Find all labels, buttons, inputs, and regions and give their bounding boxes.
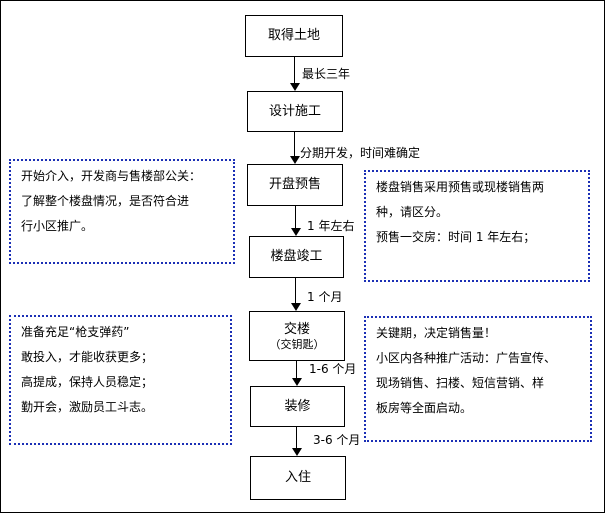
note-top-right-line: 种，请区分。 (376, 205, 449, 219)
node-design-construction: 设计施工 (247, 91, 343, 132)
node-move-in: 入住 (250, 456, 346, 500)
edge-arrowhead-6 (291, 448, 302, 456)
note-bottom-left: 准备充足“枪支弹药” 敢投入，才能收获更多； 高提成，保持人员稳定； 勤开会，激… (9, 315, 232, 445)
edge-label-1: 最长三年 (302, 67, 351, 81)
edge-label-6: 3-6 个月 (313, 433, 361, 447)
node-decoration-label: 装修 (284, 398, 311, 414)
note-top-left-line: 行小区推广。 (21, 219, 94, 233)
edge-line-5 (296, 361, 297, 379)
node-handover-label: 交楼 (283, 321, 310, 337)
edge-line-4 (295, 278, 296, 304)
node-presale-label: 开盘预售 (268, 177, 321, 192)
note-bottom-right-line: 关键期，决定销售量！ (376, 326, 497, 340)
node-completion: 楼盘竣工 (249, 236, 344, 278)
note-bottom-left-line: 准备充足“枪支弹药” (21, 325, 130, 339)
note-bottom-right-line: 小区内各种推广活动：广告宣传、 (376, 351, 557, 365)
edge-arrowhead-5 (291, 378, 302, 386)
note-bottom-left-line: 敢投入，才能收获更多； (21, 350, 154, 364)
node-presale: 开盘预售 (247, 164, 343, 206)
edge-label-3: 1 年左右 (307, 219, 355, 233)
node-acquire-land: 取得土地 (245, 15, 343, 57)
node-decoration: 装修 (250, 386, 345, 427)
edge-arrowhead-3 (290, 228, 301, 236)
node-acquire-land-label: 取得土地 (267, 28, 320, 43)
note-bottom-right-line: 现场销售、扫楼、短信营销、样 (376, 376, 545, 390)
note-bottom-left-line: 勤开会，激励员工斗志。 (21, 400, 154, 414)
note-top-left: 开始介入，开发商与售楼部公关： 了解整个楼盘情况，是否符合进 行小区推广。 (9, 159, 235, 264)
note-top-right-line: 楼盘销售采用预售或现楼销售两 (376, 180, 545, 194)
note-top-right-line: 预售一交房：时间 1 年左右； (376, 230, 536, 244)
note-bottom-left-line: 高提成，保持人员稳定； (21, 375, 154, 389)
edge-line-3 (295, 206, 296, 229)
note-top-left-line: 开始介入，开发商与售楼部公关： (21, 169, 202, 183)
note-bottom-right: 关键期，决定销售量！ 小区内各种推广活动：广告宣传、 现场销售、扫楼、短信营销、… (364, 316, 592, 442)
edge-line-6 (296, 427, 297, 449)
node-handover: 交楼 （交钥匙） (249, 311, 345, 361)
node-design-construction-label: 设计施工 (268, 103, 321, 119)
edge-arrowhead-1 (289, 83, 300, 91)
node-completion-label: 楼盘竣工 (270, 249, 323, 264)
edge-line-1 (294, 57, 295, 84)
edge-line-2 (294, 132, 295, 157)
node-handover-sublabel: （交钥匙） (269, 337, 325, 351)
note-top-right: 楼盘销售采用预售或现楼销售两 种，请区分。 预售一交房：时间 1 年左右； (364, 170, 590, 282)
note-bottom-right-line: 板房等全面启动。 (376, 401, 473, 415)
note-top-left-line: 了解整个楼盘情况，是否符合进 (21, 194, 190, 208)
edge-label-2: 分期开发，时间难确定 (300, 146, 421, 160)
node-move-in-label: 入住 (284, 470, 311, 485)
edge-arrowhead-2 (289, 156, 300, 164)
edge-label-4: 1 个月 (307, 290, 343, 304)
edge-arrowhead-4 (290, 303, 301, 311)
edge-label-5: 1-6 个月 (309, 362, 357, 376)
